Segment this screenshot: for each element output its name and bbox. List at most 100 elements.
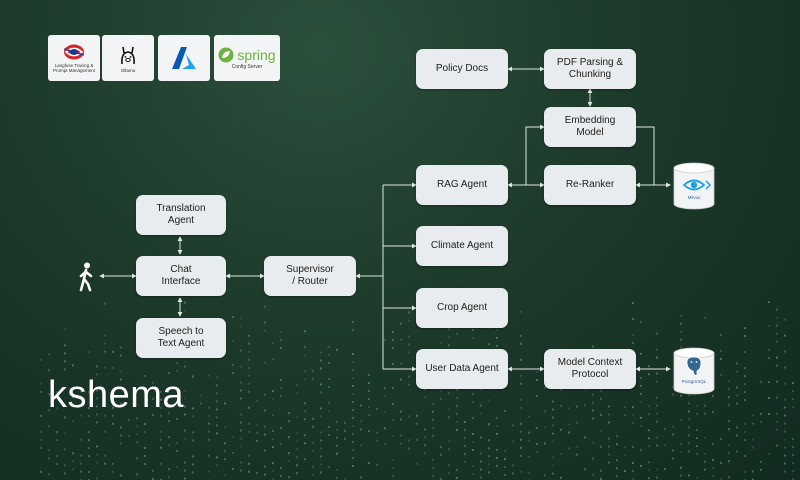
background-dot [184, 301, 186, 304]
background-dot [536, 370, 538, 373]
translation-agent-node[interactable]: Translation Agent [136, 195, 226, 235]
background-dot [624, 406, 626, 409]
background-dot [608, 453, 610, 456]
background-dot [368, 397, 370, 400]
background-dot [376, 431, 378, 434]
background-dot [184, 413, 186, 416]
background-dot [104, 366, 106, 369]
background-dot [672, 457, 674, 460]
background-dot [496, 344, 498, 347]
background-dot [656, 380, 658, 383]
background-dot [720, 477, 722, 480]
background-dot [456, 332, 458, 335]
background-dot [448, 464, 450, 467]
background-dot [352, 417, 354, 420]
background-dot [136, 441, 138, 444]
policy-docs-node[interactable]: Policy Docs [416, 49, 508, 89]
background-dot [792, 382, 794, 385]
background-dot [104, 462, 106, 465]
background-dot [232, 340, 234, 343]
background-dot [680, 338, 682, 341]
background-dot [328, 434, 330, 437]
background-dot [520, 310, 522, 313]
background-dot [704, 412, 706, 415]
background-dot [224, 450, 226, 453]
rag-agent-node[interactable]: RAG Agent [416, 165, 508, 205]
embedding-model-node[interactable]: Embedding Model [544, 107, 636, 147]
background-dot [368, 389, 370, 392]
background-dot [784, 438, 786, 441]
background-dot [216, 464, 218, 467]
background-dot [408, 335, 410, 338]
background-dot [632, 413, 634, 416]
background-dot [72, 364, 74, 367]
speech-to-text-agent-node[interactable]: Speech to Text Agent [136, 318, 226, 358]
background-dot [400, 410, 402, 413]
background-dot [752, 414, 754, 417]
background-dot [400, 418, 402, 421]
crop-agent-node[interactable]: Crop Agent [416, 288, 508, 328]
background-dot [96, 405, 98, 408]
background-dot [80, 438, 82, 441]
spring-wordmark: spring [237, 46, 276, 63]
background-dot [392, 330, 394, 333]
background-dot [176, 442, 178, 445]
background-dot [376, 439, 378, 442]
background-dot [568, 431, 570, 434]
background-dot [152, 397, 154, 400]
background-dot [104, 390, 106, 393]
background-dot [232, 372, 234, 375]
background-dot [272, 437, 274, 440]
background-dot [320, 351, 322, 354]
background-dot [592, 393, 594, 396]
background-dot [496, 424, 498, 427]
climate-agent-node[interactable]: Climate Agent [416, 226, 508, 266]
background-dot [528, 471, 530, 474]
background-dot [784, 470, 786, 473]
background-dot [296, 416, 298, 419]
background-dot [200, 402, 202, 405]
background-dot [752, 478, 754, 480]
background-dot [736, 362, 738, 365]
background-dot [232, 364, 234, 367]
model-context-protocol-node[interactable]: Model Context Protocol [544, 349, 636, 389]
background-dot [448, 328, 450, 331]
background-dot [256, 439, 258, 442]
background-dot [408, 383, 410, 386]
background-dot [344, 421, 346, 424]
background-dot [680, 442, 682, 445]
background-dot [224, 458, 226, 461]
background-dot [408, 351, 410, 354]
background-dot [320, 407, 322, 410]
background-dot [776, 364, 778, 367]
background-dot [432, 402, 434, 405]
pdf-parsing-node[interactable]: PDF Parsing & Chunking [544, 49, 636, 89]
user-data-agent-node[interactable]: User Data Agent [416, 349, 508, 389]
background-dot [776, 324, 778, 327]
re-ranker-node[interactable]: Re-Ranker [544, 165, 636, 205]
background-dot [456, 468, 458, 471]
background-dot [608, 421, 610, 424]
background-dot [400, 378, 402, 381]
background-dot [296, 440, 298, 443]
chat-interface-node[interactable]: Chat Interface [136, 256, 226, 296]
background-dot [520, 454, 522, 457]
background-dot [680, 474, 682, 477]
background-dot [264, 321, 266, 324]
background-dot [240, 437, 242, 440]
background-dot [720, 373, 722, 376]
background-dot [480, 452, 482, 455]
background-dot [776, 308, 778, 311]
supervisor-router-node[interactable]: Supervisor / Router [264, 256, 356, 296]
background-dot [256, 431, 258, 434]
background-dot [656, 396, 658, 399]
background-dot [160, 414, 162, 417]
background-dot [736, 394, 738, 397]
postgresql-database[interactable]: PostgreSQL [672, 347, 716, 395]
milvus-database[interactable]: Milvus [672, 162, 716, 210]
background-dot [488, 343, 490, 346]
background-dot [184, 309, 186, 312]
background-dot [160, 462, 162, 465]
background-dot [72, 452, 74, 455]
background-dot [544, 442, 546, 445]
